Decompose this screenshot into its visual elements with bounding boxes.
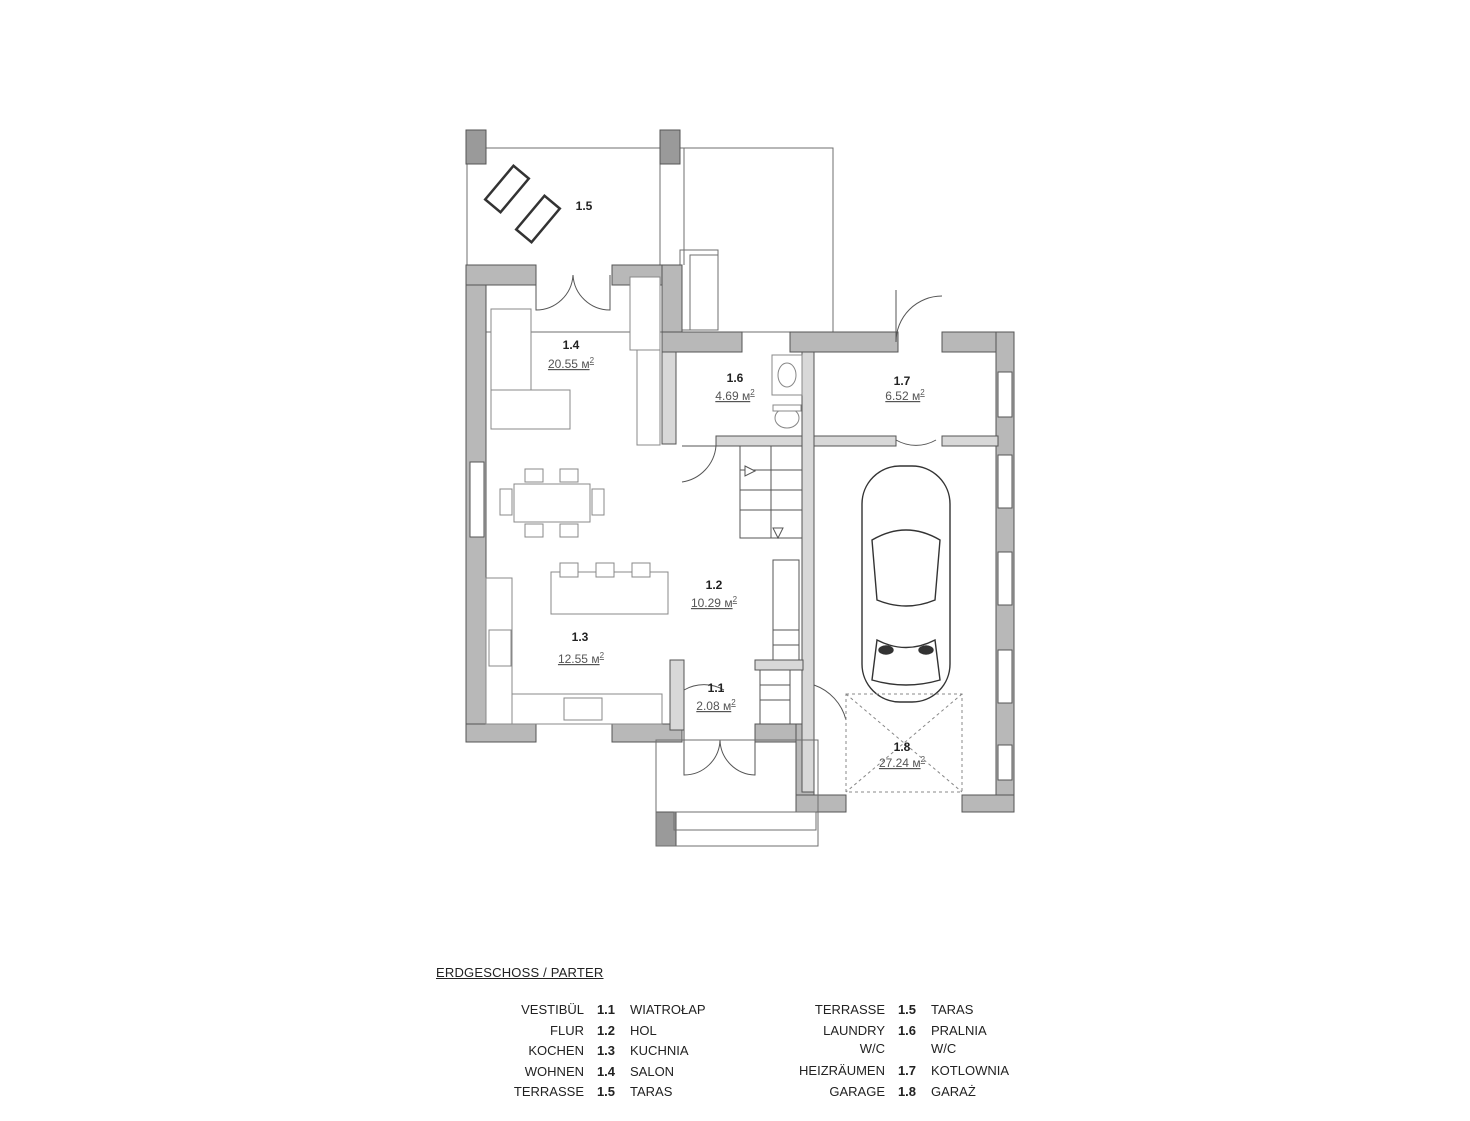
stove-icon xyxy=(488,629,512,667)
legend-row: LAUNDRY 1.6 PRALNIA xyxy=(793,1021,1041,1042)
legend-pl: PRALNIA xyxy=(931,1022,987,1038)
legend-de: W/C xyxy=(859,1041,885,1056)
legend-pl: WIATROŁAP xyxy=(630,1002,706,1017)
room-area: 10.29 м2 xyxy=(691,595,738,610)
legend-no: 1.4 xyxy=(596,1063,616,1079)
room-id: 1.5 xyxy=(576,199,593,213)
room-id: 1.6 xyxy=(727,371,744,385)
room-labels: 1.5 1.4 20.55 м2 1.6 4.69 м2 1.7 6.52 м2… xyxy=(548,199,926,770)
legend-row: VESTIBÜL 1.1 WIATROŁAP xyxy=(496,1000,740,1021)
room-area: 2.08 м2 xyxy=(696,698,736,713)
legend-pl: KUCHNIA xyxy=(630,1043,689,1058)
legend-no: 1.1 xyxy=(596,1002,616,1017)
legend-row: HEIZRÄUMEN 1.7 KOTLOWNIA xyxy=(793,1061,1041,1082)
legend-de: TERRASSE xyxy=(814,1002,885,1017)
legend-row: KOCHEN 1.3 KUCHNIA xyxy=(496,1041,740,1062)
legend-de: VESTIBÜL xyxy=(521,1002,584,1017)
legend-de: KOCHEN xyxy=(528,1043,584,1058)
legend-row: WOHNEN 1.4 SALON xyxy=(496,1062,740,1083)
sink-icon xyxy=(563,697,603,721)
legend-no: 1.5 xyxy=(596,1084,616,1099)
legend-no: 1.3 xyxy=(596,1043,616,1058)
legend-pl: TARAS xyxy=(931,1002,974,1017)
legend-row: TERRASSE 1.5 TARAS xyxy=(793,1000,1041,1021)
pillar xyxy=(659,129,681,165)
room-id: 1.3 xyxy=(572,630,589,644)
stairs xyxy=(739,445,803,725)
furniture xyxy=(485,276,669,725)
legend-row: W/C W/C xyxy=(793,1041,1041,1057)
dining-table-icon xyxy=(513,483,591,523)
legend-de: WOHNEN xyxy=(524,1063,584,1079)
legend-no: 1.8 xyxy=(897,1083,917,1099)
legend-pl: W/C xyxy=(931,1041,957,1056)
kitchen-island-icon xyxy=(550,571,669,615)
room-id: 1.2 xyxy=(706,578,723,592)
room-area: 6.52 м2 xyxy=(885,388,925,403)
legend-de: GARAGE xyxy=(829,1083,885,1099)
doors xyxy=(535,274,943,776)
legend-no: 1.2 xyxy=(596,1022,616,1038)
legend-row: GARAGE 1.8 GARAŻ xyxy=(793,1082,1041,1103)
legend-row: TERRASSE 1.5 TARAS xyxy=(496,1082,740,1103)
legend-de: FLUR xyxy=(550,1022,584,1038)
legend-de: HEIZRÄUMEN xyxy=(799,1063,885,1078)
room-id: 1.1 xyxy=(708,681,725,695)
legend-no xyxy=(885,1041,929,1057)
room-id: 1.7 xyxy=(894,374,911,388)
car-icon xyxy=(861,465,951,703)
room-id: 1.8 xyxy=(894,740,911,754)
pillar xyxy=(465,129,487,165)
room-area: 12.55 м2 xyxy=(558,651,605,666)
room-area: 27.24 м2 xyxy=(879,755,926,770)
interior-walls xyxy=(661,351,999,793)
legend-no: 1.7 xyxy=(897,1063,917,1078)
legend-de: TERRASSE xyxy=(513,1084,584,1099)
room-area: 4.69 м2 xyxy=(715,388,755,403)
legend-pl: SALON xyxy=(630,1063,675,1079)
legend-no: 1.5 xyxy=(897,1002,917,1017)
legend-pl: GARAŻ xyxy=(931,1083,976,1099)
legend-de: LAUNDRY xyxy=(823,1022,885,1038)
legend-row: FLUR 1.2 HOL xyxy=(496,1021,740,1042)
sun-lounger-icon xyxy=(483,163,562,245)
legend-pl: KOTLOWNIA xyxy=(931,1063,1010,1078)
room-area: 20.55 м2 xyxy=(548,356,595,371)
legend-title: ERDGESCHOSS / PARTER xyxy=(436,965,604,980)
legend-pl: TARAS xyxy=(630,1084,673,1099)
legend-pl: HOL xyxy=(630,1022,657,1038)
legend-no: 1.6 xyxy=(897,1022,917,1038)
legend-left: VESTIBÜL 1.1 WIATROŁAP FLUR 1.2 HOL KOCHEN 1.… xyxy=(496,1000,740,1103)
room-id: 1.4 xyxy=(563,338,580,352)
